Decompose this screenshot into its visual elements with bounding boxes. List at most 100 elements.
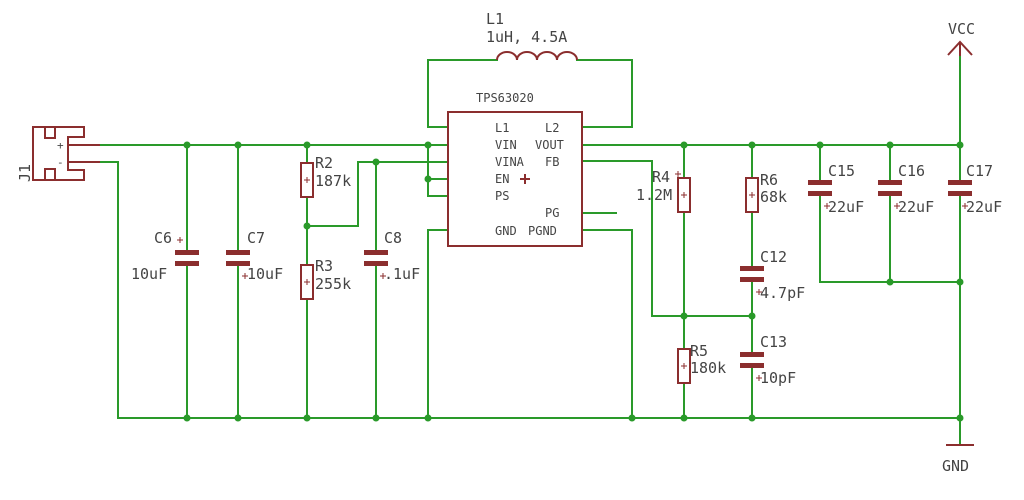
inductor-ref: L1 [486, 10, 504, 28]
junction [303, 141, 311, 149]
junction [424, 141, 432, 149]
junction [748, 141, 756, 149]
wire-pgnd [581, 229, 633, 419]
capacitor-c17[interactable]: C17 22uF [948, 162, 1002, 216]
ic-pin-en: EN [495, 172, 509, 186]
resistor-value: 255k [315, 275, 351, 293]
wire-divider-node [306, 161, 449, 227]
capacitor-value: 22uF [898, 198, 934, 216]
ic-pin-fb: FB [545, 155, 559, 169]
resistor-r2[interactable]: R2 187k [300, 154, 351, 198]
junction [748, 312, 756, 320]
capacitor-value: 22uF [966, 198, 1002, 216]
junction [303, 414, 311, 422]
junction [424, 414, 432, 422]
junction [372, 158, 380, 166]
resistor-value: 187k [315, 172, 351, 190]
junction [303, 222, 311, 230]
junction [956, 278, 964, 286]
connector-pin-minus: - [57, 156, 64, 169]
ic-pin-pg: PG [545, 206, 559, 220]
wire-l1-left [427, 59, 498, 128]
junction [956, 414, 964, 422]
junction [234, 141, 242, 149]
junctions [183, 141, 964, 422]
junction [956, 141, 964, 149]
resistor-value: 180k [690, 359, 726, 377]
resistor-ref: R2 [315, 154, 333, 172]
connector-pin-plus: + [57, 139, 64, 152]
gnd-supply[interactable]: GND [942, 444, 974, 475]
vcc-label: VCC [948, 20, 975, 38]
junction [816, 141, 824, 149]
junction [680, 414, 688, 422]
junction [680, 312, 688, 320]
resistor-r5[interactable]: R5 180k [677, 342, 726, 384]
junction [183, 141, 191, 149]
ic-pin-vin: VIN [495, 138, 517, 152]
ic-tps63020[interactable]: TPS63020 L1 VIN VINA EN PS GND L2 VOUT F… [447, 91, 583, 247]
junction [886, 141, 894, 149]
wires [99, 54, 961, 446]
junction [183, 414, 191, 422]
wire-en-ps [427, 144, 449, 197]
ic-pin-ps: PS [495, 189, 509, 203]
capacitor-ref: C15 [828, 162, 855, 180]
ic-pin-pgnd: PGND [528, 224, 557, 238]
capacitor-value: 10uF [247, 265, 283, 283]
wire-ic-gnd [427, 229, 449, 419]
capacitor-ref: C7 [247, 229, 265, 247]
capacitor-c12[interactable]: C12 4.7pF [740, 248, 805, 302]
connector-ref: J1 [16, 164, 34, 182]
resistor-ref: R6 [760, 171, 778, 189]
ic-pin-l1: L1 [495, 121, 509, 135]
capacitor-ref: C12 [760, 248, 787, 266]
capacitor-c16[interactable]: C16 22uF [878, 162, 934, 216]
capacitor-c6[interactable]: C6 10uF [131, 229, 199, 283]
resistor-value: 1.2M [636, 186, 672, 204]
capacitor-ref: C17 [966, 162, 993, 180]
wire-j1-gnd [99, 161, 119, 419]
wire-l1-right [576, 59, 633, 128]
resistor-value: 68k [760, 188, 787, 206]
resistor-ref: R4 [652, 168, 670, 186]
vcc-supply[interactable]: VCC [947, 20, 975, 56]
ic-pin-vout: VOUT [535, 138, 564, 152]
capacitor-ref: C8 [384, 229, 402, 247]
capacitor-value: .1uF [384, 265, 420, 283]
junction [748, 414, 756, 422]
resistor-r3[interactable]: R3 255k [300, 257, 351, 300]
inductor-l1[interactable]: L1 1uH, 4.5A [486, 10, 578, 61]
resistor-r4[interactable]: R4 1.2M [636, 168, 691, 213]
capacitor-c8[interactable]: C8 .1uF [364, 229, 420, 283]
gnd-label: GND [942, 457, 969, 475]
junction [628, 414, 636, 422]
junction [424, 175, 432, 183]
capacitor-ref: C13 [760, 333, 787, 351]
ic-pin-gnd: GND [495, 224, 517, 238]
capacitor-c13[interactable]: C13 10pF [740, 333, 796, 387]
wire-c15 [819, 144, 961, 283]
capacitor-value: 4.7pF [760, 284, 805, 302]
capacitor-ref: C16 [898, 162, 925, 180]
junction [680, 141, 688, 149]
ic-pin-l2: L2 [545, 121, 559, 135]
junction [234, 414, 242, 422]
junction [886, 278, 894, 286]
inductor-value: 1uH, 4.5A [486, 28, 567, 46]
resistor-ref: R5 [690, 342, 708, 360]
junction [372, 414, 380, 422]
resistor-ref: R3 [315, 257, 333, 275]
capacitor-value: 10pF [760, 369, 796, 387]
capacitor-c15[interactable]: C15 22uF [808, 162, 864, 216]
resistor-r6[interactable]: R6 68k [745, 171, 787, 213]
ic-pin-vina: VINA [495, 155, 525, 169]
capacitor-value: 22uF [828, 198, 864, 216]
capacitor-ref: C6 [154, 229, 172, 247]
wire-fb [581, 160, 753, 317]
connector-j1[interactable]: + - J1 [16, 126, 100, 182]
ic-name: TPS63020 [476, 91, 534, 105]
capacitor-c7[interactable]: C7 10uF [226, 229, 283, 283]
capacitor-value: 10uF [131, 265, 167, 283]
